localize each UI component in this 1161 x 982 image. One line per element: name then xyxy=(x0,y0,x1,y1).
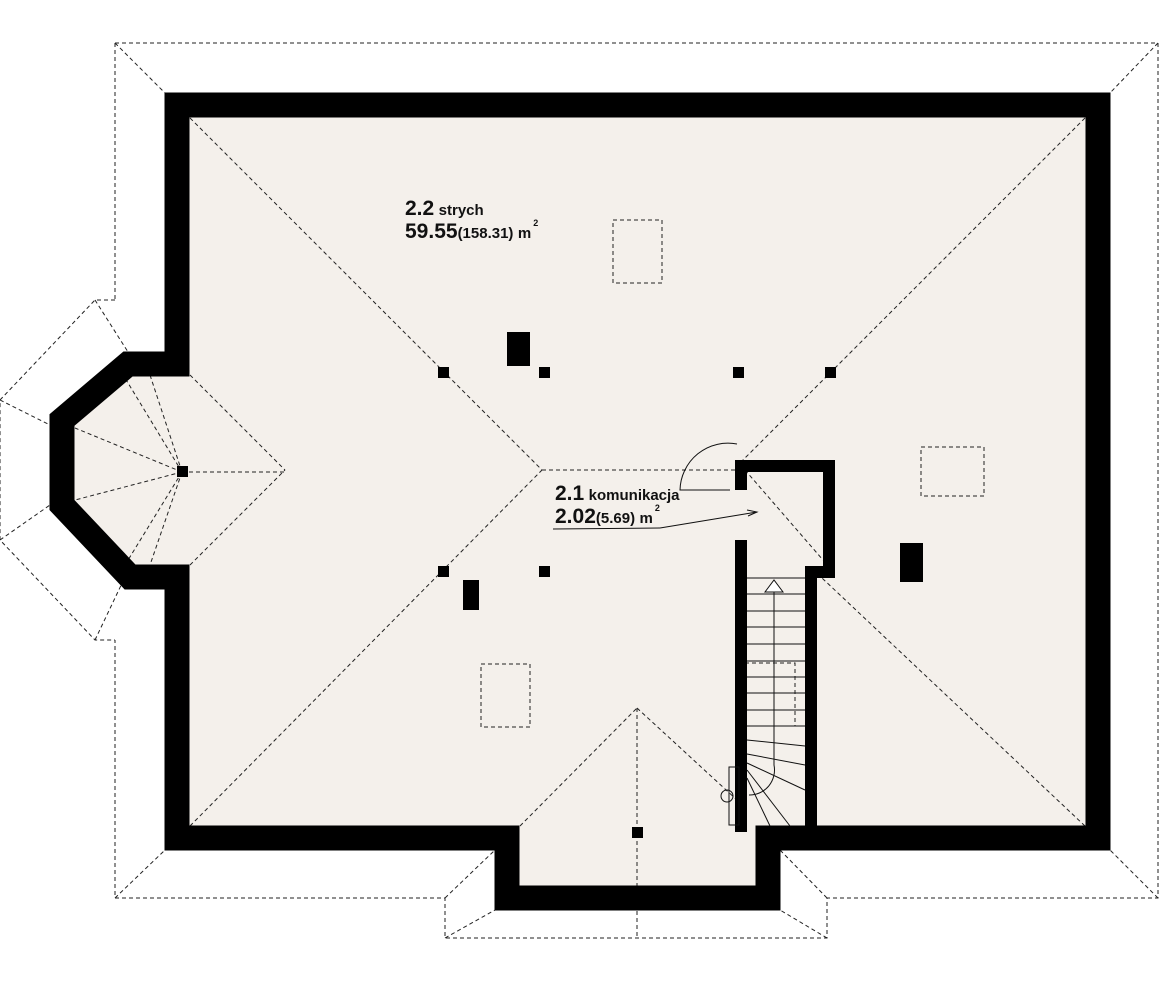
area-unit: m xyxy=(517,225,532,242)
area-unit-exponent: 2 xyxy=(533,218,539,228)
room-area-total: (158.31) xyxy=(457,225,514,242)
room-label-strych: 2.2 strych 59.55(158.31) m2 xyxy=(405,198,538,242)
exterior-walls xyxy=(49,92,1111,911)
structural-posts xyxy=(177,332,923,838)
room-name: komunikacja xyxy=(588,487,680,504)
room-number: 2.2 xyxy=(405,197,435,220)
stair-walls xyxy=(735,460,835,832)
roof-eave-outline xyxy=(0,42,1159,939)
staircase xyxy=(552,442,806,827)
room-area: 59.55 xyxy=(405,220,458,243)
area-unit-exponent: 2 xyxy=(654,503,660,513)
room-label-komunikacja: 2.1 komunikacja 2.02(5.69) m2 xyxy=(555,483,680,527)
floor-area xyxy=(62,105,1098,898)
room-name: strych xyxy=(438,202,484,219)
room-area: 2.02 xyxy=(555,505,596,528)
area-unit: m xyxy=(639,510,653,527)
room-area-total: (5.69) xyxy=(595,510,636,527)
room-number: 2.1 xyxy=(555,482,585,505)
